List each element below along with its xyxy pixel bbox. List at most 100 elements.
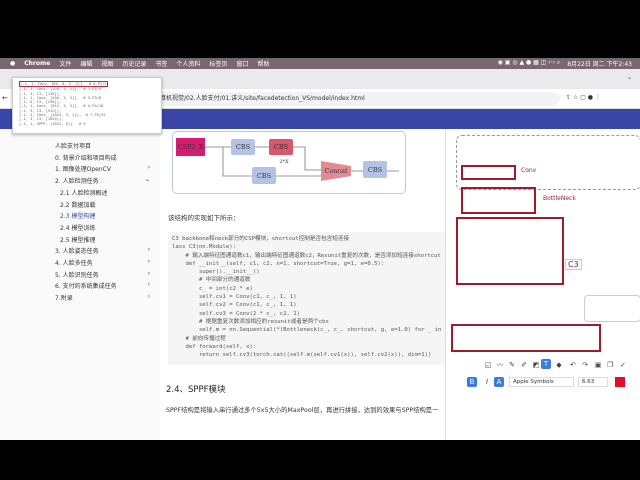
sidebar-item[interactable]: 2.4 模型训练	[60, 223, 155, 232]
sidebar-item[interactable]: 2.2 数据加载	[60, 200, 155, 209]
section-paragraph: SPPF结构是将输入串行通过多个5x5大小的MaxPool层，再进行拼接，达到的…	[166, 407, 439, 414]
text-tool-icon[interactable]: T	[541, 359, 551, 369]
code-snippet-overlay: [-1, 1, Conv, [64, 6, 2, 2]], # 0-P1/2[-…	[12, 77, 162, 134]
sidebar-item[interactable]: 2.3 模型构建	[60, 211, 155, 220]
menu-app-name[interactable]: Chrome	[24, 60, 51, 67]
redo-icon[interactable]: ↷	[582, 361, 588, 369]
font-select[interactable]: Apple Symbols	[509, 377, 574, 387]
menu-view[interactable]: 视图	[101, 61, 114, 68]
sidebar-item-label: 2.2 数据加载	[60, 201, 96, 209]
status-icons[interactable]: ◉ ▣ ◎ ▲ ● ▦ ◫ ‹·› ⌕	[497, 59, 561, 66]
menu-help[interactable]: 帮助	[257, 61, 270, 68]
apple-icon[interactable]: ●	[10, 60, 16, 67]
sidebar-item[interactable]: 7.附录 ›	[55, 293, 150, 302]
sidebar-item[interactable]: 1. 图像处理OpenCV›	[55, 164, 150, 173]
csp-block: CSP2_X	[176, 138, 205, 156]
address-bar[interactable]: 算机视觉/02.人脸支付/01.讲义/site/facedetection_VS…	[40, 92, 560, 106]
code-line: return self.cv3(torch.cat((self.m(self.c…	[172, 352, 432, 359]
chevron-icon: ›	[147, 281, 150, 289]
sidebar-item[interactable]: 2.5 模型推理	[60, 235, 155, 244]
color-swatch[interactable]	[615, 377, 625, 387]
eraser-icon[interactable]: ◆	[556, 361, 562, 369]
sidebar	[0, 129, 160, 440]
popup-code-line: [-1, 1, SPPF, [1024, 5]], # 9	[19, 121, 86, 126]
code-line: def forward(self, x):	[172, 343, 257, 350]
sidebar-item[interactable]: 3. 人脸姿态任务›	[55, 246, 150, 255]
popup-code-line: [-1, 6, C3, [256]],	[19, 100, 62, 105]
popup-code-line: [-1, 9, C3, [512]],	[19, 108, 62, 113]
code-line: lass C3(nn.Module):	[172, 244, 236, 251]
code-line: # 根据重复次数添加相应的resunit或者是两个cbs	[172, 318, 329, 325]
cbs-block-4: CBS	[363, 161, 387, 178]
c3-annotation-box	[456, 217, 564, 285]
cbs-block-1: CBS	[231, 139, 255, 155]
menu-window[interactable]: 窗口	[236, 61, 249, 68]
mask-icon[interactable]: ◩	[532, 361, 540, 369]
done-check-icon[interactable]: ✓	[620, 361, 626, 369]
undo-icon[interactable]: ↶	[570, 361, 576, 369]
code-line: super().__init__()	[172, 269, 260, 276]
chevron-icon: ›	[147, 269, 150, 277]
sidebar-item[interactable]: 人脸支付项目	[55, 141, 150, 150]
save-icon[interactable]: ▣	[594, 361, 602, 369]
sidebar-item-label: 2.1 人脸检测概述	[60, 189, 108, 197]
bottleneck-annotation-box	[461, 187, 536, 214]
intro-text: 该结构的实现如下所示：	[168, 214, 240, 222]
sidebar-item[interactable]: 0. 背景介绍和项目构成	[55, 153, 150, 162]
text-style-button[interactable]: A	[494, 377, 504, 387]
conv-annotation-box	[461, 165, 516, 180]
code-block[interactable]: C3 backbone和neck部分的CSP模块，shortcut控制是否包含短…	[168, 232, 445, 365]
pen-icon[interactable]: ✎	[509, 361, 515, 369]
popup-code-line: [-1, 1, Conv, [1024, 3, 2]], # 7-P5/32	[19, 113, 106, 118]
sidebar-item-label: 5. 人脸识别任务	[55, 271, 99, 279]
popup-code-line: [-1, 3, C3, [1024]],	[19, 117, 64, 122]
sidebar-item[interactable]: 2.1 人脸检测概述	[60, 188, 155, 197]
bottleneck-label: BottleNeck	[543, 195, 576, 202]
sidebar-item-label: 2.3 模型构建	[60, 213, 96, 221]
chevron-icon: ›	[147, 293, 150, 301]
cbs-block-2: CBS	[269, 139, 293, 155]
menu-history[interactable]: 历史记录	[122, 61, 147, 68]
csp2-diagram: CSP2_X CBS CBS 2*X CBS Concat CBS	[172, 131, 406, 194]
chevron-icon: ›	[147, 164, 150, 172]
menu-bookmarks[interactable]: 书签	[155, 61, 168, 68]
italic-button[interactable]: I	[485, 378, 489, 386]
cbs-block-3: CBS	[252, 167, 276, 184]
sidebar-item[interactable]: 2. 人脸检测任务⌄	[55, 176, 150, 185]
code-line: # 输入端特征图通道数c1，输出端特征图通道数c2，Resunit重复的次数，是…	[172, 252, 441, 259]
code-line: self.m = nn.Sequential(*(Bottleneck(c_, …	[172, 327, 442, 334]
toolbar-icons[interactable]: ⇪ ☆ ▢ ● ⋮	[566, 94, 601, 101]
sidebar-item-label: 7.附录	[55, 295, 73, 303]
sppf-annotation-box	[451, 324, 601, 352]
font-size-select[interactable]: 6.63	[578, 377, 608, 387]
shape-icon[interactable]: ◱	[484, 361, 492, 369]
popup-code-line: [-1, 1, Conv, [256, 3, 2]], # 3-P3/8	[19, 95, 102, 100]
sidebar-item[interactable]: 6. 支付的系统集成任务›	[55, 281, 150, 290]
sidebar-item-label: 3. 人脸姿态任务	[55, 248, 99, 256]
sketch-icon[interactable]: 〰	[496, 361, 504, 369]
sidebar-item[interactable]: 5. 人脸识别任务 ›	[55, 270, 150, 279]
c3-text-input[interactable]: C3	[565, 259, 582, 270]
code-line: self.cv3 = Conv(2 * c_, c2, 1)	[172, 310, 300, 317]
sidebar-item[interactable]: 4. 人脸多任务 ›	[55, 258, 150, 267]
sidebar-item-label: 4. 人脸多任务	[55, 260, 93, 267]
popup-code-line: [-1, 1, Conv, [64, 6, 2, 2]], # 0-P1/2	[19, 81, 108, 88]
back-icon[interactable]: ←	[2, 94, 8, 102]
popup-code-line: [-1, 3, C3, [128]],	[19, 91, 62, 96]
menu-edit[interactable]: 编辑	[80, 61, 93, 68]
highlighter-icon[interactable]: ✐	[521, 361, 527, 369]
sidebar-item-label: 2. 人脸检测任务	[55, 178, 99, 186]
bold-button[interactable]: B	[467, 377, 477, 387]
sidebar-item-label: 人脸支付项目	[55, 143, 92, 150]
chevron-icon: ›	[147, 258, 150, 265]
menu-profiles[interactable]: 个人资料	[176, 61, 201, 68]
clock[interactable]: 8月22日 周二 下午2:43	[567, 61, 632, 68]
repeat-label: 2*X	[279, 159, 289, 165]
popup-code-line: [-1, 1, Conv, [128, 3, 2]], # 1-P2/4	[19, 87, 102, 92]
section-heading: 2.4、SPPF模块	[166, 385, 226, 395]
menu-tabs[interactable]: 标签页	[209, 61, 228, 68]
copy-icon[interactable]: ❐	[606, 361, 614, 369]
menu-file[interactable]: 文件	[59, 61, 72, 68]
tab-search-chevron-icon[interactable]: ⌄	[626, 74, 632, 81]
diagram-arrows	[205, 146, 399, 177]
